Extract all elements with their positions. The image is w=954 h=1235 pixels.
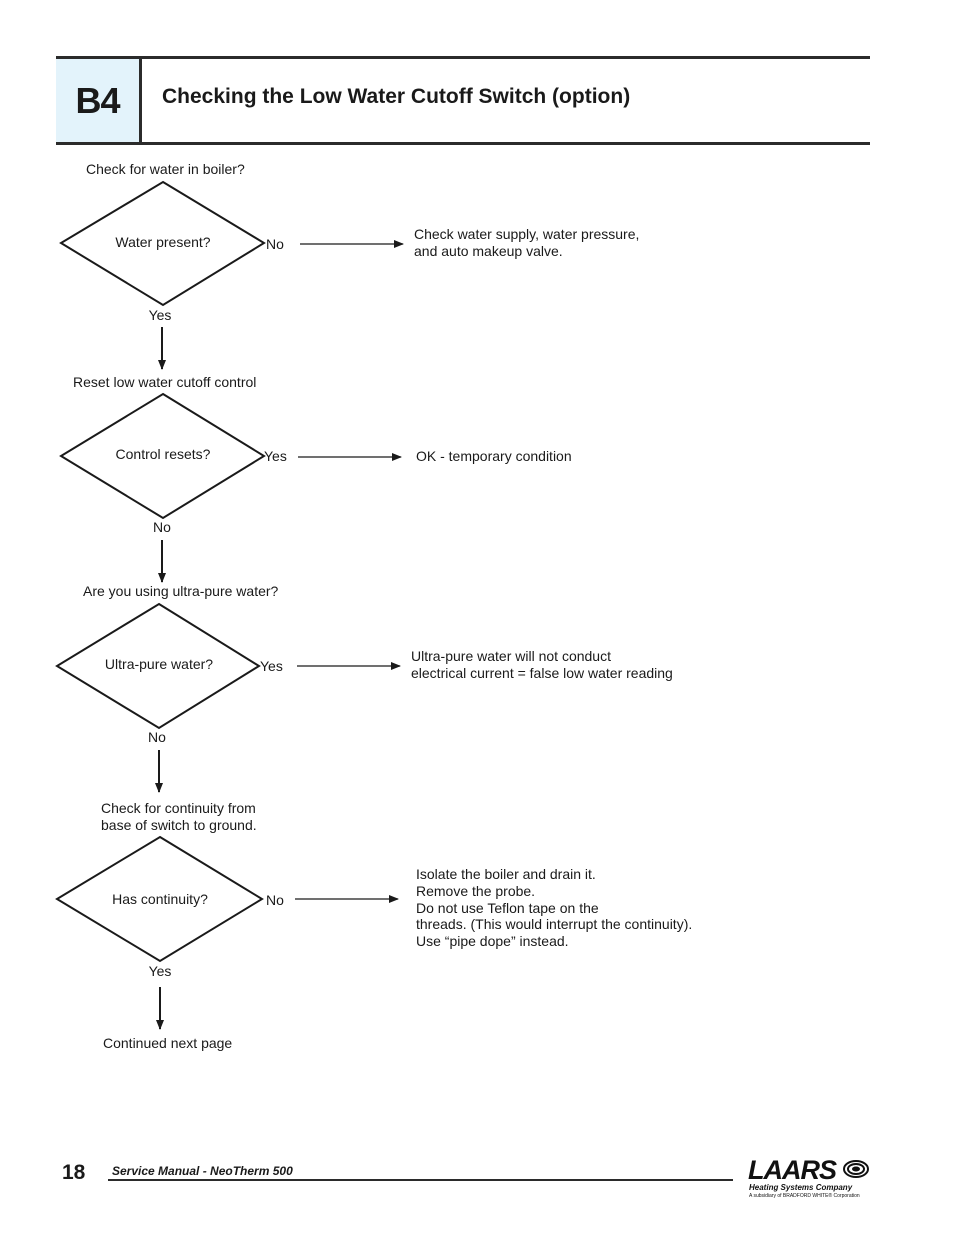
step4-question: Has continuity?: [112, 891, 208, 907]
manual-title: Service Manual - NeoTherm 500: [112, 1164, 293, 1178]
step1-yes-label: Yes: [148, 307, 172, 323]
decision-diamond-water-present: [59, 180, 266, 307]
continued-next-page: Continued next page: [103, 1035, 233, 1051]
step3-no-label: No: [148, 729, 166, 745]
step3-yes-label: Yes: [260, 658, 283, 674]
step4-outcome-line: Remove the probe.: [416, 883, 536, 899]
step4-outcome-line: Use “pipe dope” instead.: [416, 933, 569, 949]
step4-no-label: No: [266, 892, 284, 908]
logo-subsidiary: A subsidiary of BRADFORD WHITE® Corporat…: [749, 1193, 860, 1199]
logo-tagline: Heating Systems Company: [749, 1183, 853, 1192]
logo-wordmark: LAARS: [748, 1155, 837, 1185]
step2-question: Control resets?: [115, 446, 211, 462]
step2-no-label: No: [153, 519, 171, 535]
page-number: 18: [62, 1161, 86, 1184]
step1-no-label: No: [266, 236, 284, 252]
header-bottom-rule: [56, 142, 870, 145]
step4-prompt-line: Check for continuity from: [101, 800, 256, 816]
page-title: Checking the Low Water Cutoff Switch (op…: [162, 85, 631, 108]
laars-logo: LAARS Heating Systems Company A subsidia…: [748, 1156, 870, 1202]
footer-rule: [108, 1179, 733, 1181]
step3-prompt: Are you using ultra-pure water?: [83, 583, 279, 599]
decision-diamond-has-continuity: [55, 835, 264, 963]
step2-yes-label: Yes: [264, 448, 287, 464]
section-badge: B4: [56, 59, 142, 142]
step1-outcome-line: and auto makeup valve.: [414, 243, 563, 259]
decision-diamond-control-resets: [59, 392, 266, 520]
decision-diamond-ultra-pure-water: [55, 602, 261, 730]
step1-prompt: Check for water in boiler?: [86, 161, 245, 177]
step1-question: Water present?: [115, 234, 211, 250]
step4-outcome-line: Isolate the boiler and drain it.: [416, 866, 596, 882]
header-top-rule: [56, 56, 870, 59]
step3-outcome-line: electrical current = false low water rea…: [411, 665, 673, 681]
step1-outcome-line: Check water supply, water pressure,: [414, 226, 640, 242]
step4-outcome-line: Do not use Teflon tape on the: [416, 900, 599, 916]
step3-outcome-line: Ultra-pure water will not conduct: [411, 648, 611, 664]
step3-question: Ultra-pure water?: [104, 656, 214, 672]
step4-outcome-line: threads. (This would interrupt the conti…: [416, 916, 693, 932]
logo-coil-icon: [843, 1160, 869, 1178]
step2-outcome-line: OK - temporary condition: [416, 448, 572, 464]
section-code: B4: [75, 79, 120, 121]
step4-prompt-line: base of switch to ground.: [101, 817, 257, 833]
step2-prompt: Reset low water cutoff control: [73, 374, 257, 390]
step4-yes-label: Yes: [148, 963, 172, 979]
